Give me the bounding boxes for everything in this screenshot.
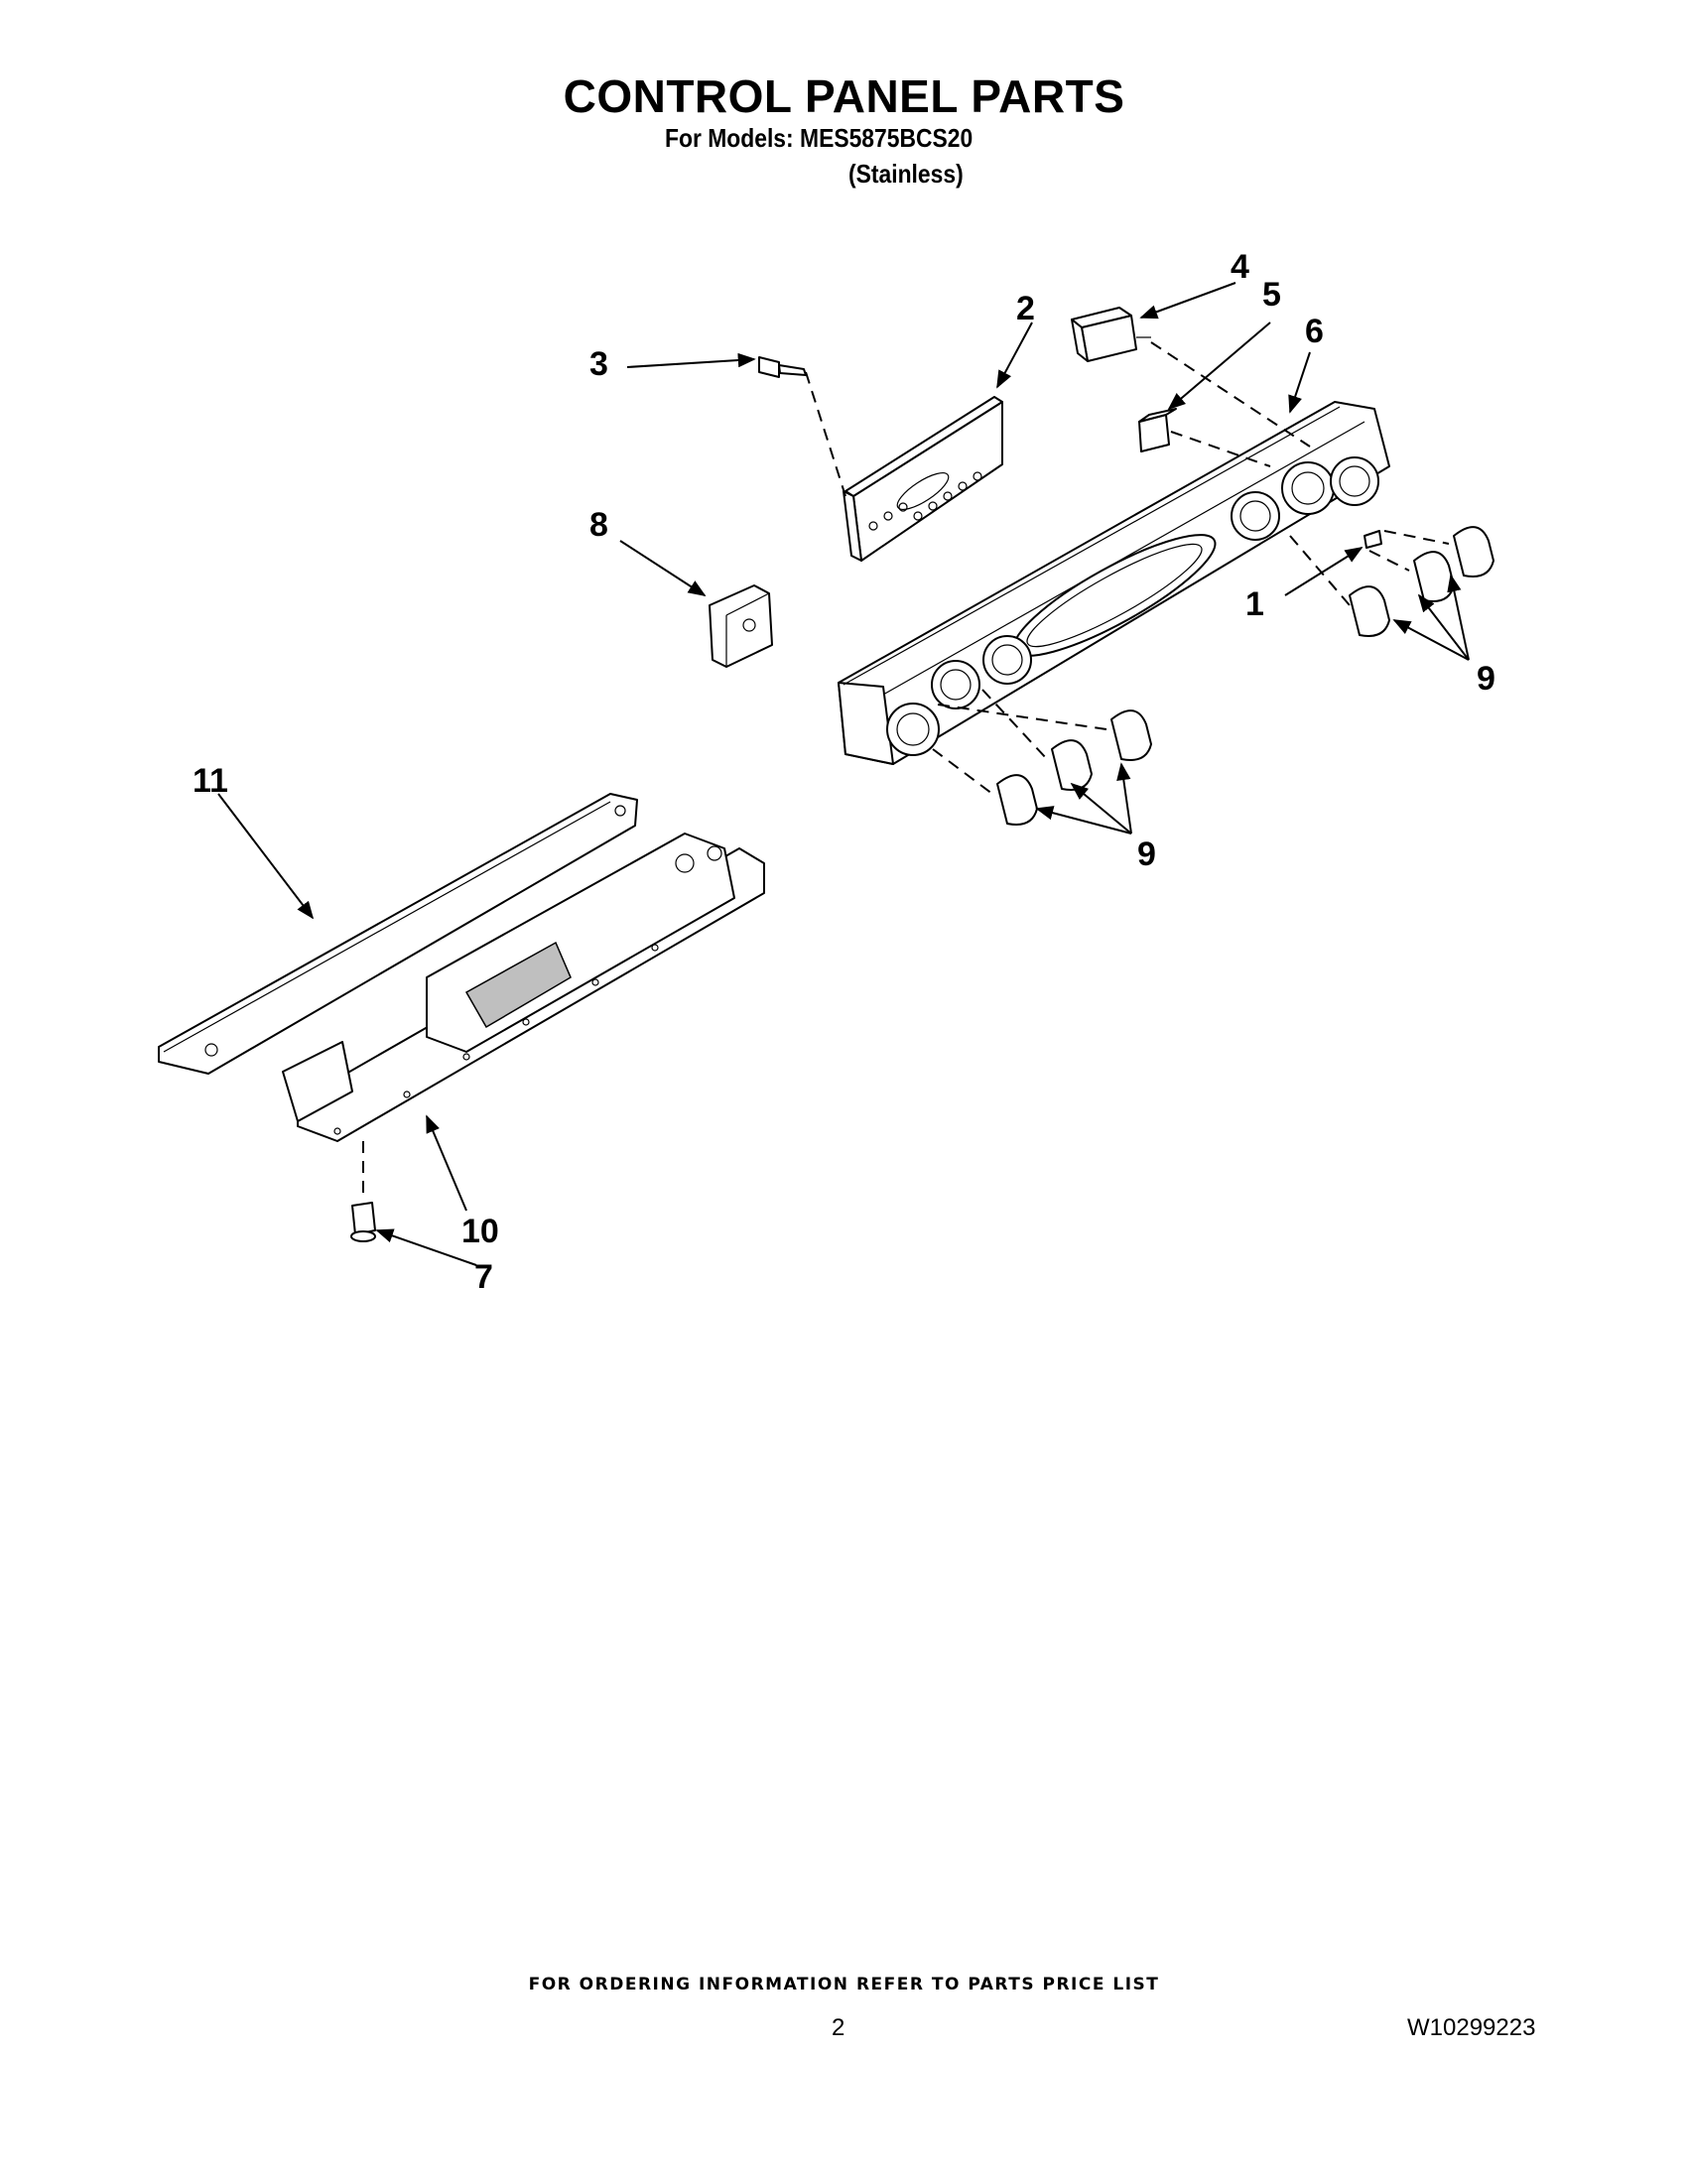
leader-arrows: [217, 282, 1470, 1266]
knobs-left-group: [996, 709, 1152, 826]
document-number: W10299223: [1407, 2014, 1536, 2041]
knobs-right-group: [1349, 526, 1494, 637]
screw-part-1: [1363, 530, 1382, 549]
callout-9-right: 9: [1477, 660, 1495, 698]
callout-2: 2: [1016, 290, 1035, 327]
screw-part-3: [758, 356, 807, 378]
page-title: CONTROL PANEL PARTS: [563, 70, 1125, 122]
callout-7: 7: [474, 1258, 493, 1296]
page-number: 2: [832, 2014, 845, 2041]
model-line: For Models: MES5875BCS20: [665, 123, 974, 153]
callout-11: 11: [193, 762, 228, 800]
finish-line: (Stainless): [848, 159, 964, 189]
control-panel-part: [838, 401, 1390, 765]
switch-part-8: [709, 584, 773, 668]
screw-part-7: [350, 1202, 376, 1242]
callout-4: 4: [1231, 248, 1249, 286]
callout-3: 3: [589, 345, 608, 383]
callout-6: 6: [1305, 313, 1324, 350]
ordering-info-note: FOR ORDERING INFORMATION REFER TO PARTS …: [528, 1975, 1160, 1994]
electronic-control-part: [843, 396, 1003, 562]
callout-1: 1: [1245, 585, 1264, 623]
callout-5: 5: [1262, 276, 1281, 314]
terminal-part-5: [1138, 408, 1177, 452]
callout-10: 10: [461, 1213, 499, 1250]
switch-part-4: [1071, 307, 1151, 362]
assembly-lines: [362, 341, 1450, 1201]
callout-9-left: 9: [1137, 835, 1156, 873]
bracket-part-10: [282, 833, 765, 1142]
trim-strip-part-11: [158, 793, 638, 1075]
callout-8: 8: [589, 506, 608, 544]
